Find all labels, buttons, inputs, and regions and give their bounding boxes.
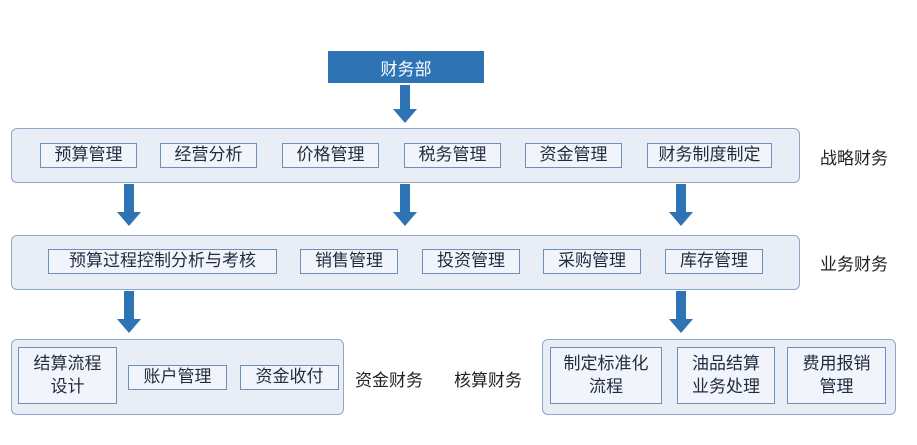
root-node-label: 财务部	[380, 59, 432, 80]
strategic-item: 预算管理	[40, 143, 137, 168]
funds-item: 账户管理	[128, 365, 227, 390]
funds-item: 结算流程 设计	[18, 347, 117, 404]
strategic-item: 税务管理	[404, 143, 501, 168]
tier-business-label: 业务财务	[820, 255, 888, 275]
business-item: 库存管理	[665, 249, 763, 274]
accounting-item: 费用报销 管理	[787, 347, 886, 404]
tier-accounting-label: 核算财务	[454, 371, 522, 391]
accounting-item: 油品结算 业务处理	[677, 347, 775, 404]
business-item: 销售管理	[300, 249, 398, 274]
accounting-item: 制定标准化 流程	[550, 347, 662, 404]
strategic-item: 财务制度制定	[647, 143, 772, 168]
root-node-finance-dept: 财务部	[328, 51, 484, 83]
strategic-item: 资金管理	[525, 143, 622, 168]
business-item: 采购管理	[543, 249, 641, 274]
strategic-item: 经营分析	[160, 143, 257, 168]
business-item: 投资管理	[422, 249, 520, 274]
tier-strategic-label: 战略财务	[820, 149, 888, 169]
funds-item: 资金收付	[240, 365, 339, 390]
strategic-item: 价格管理	[282, 143, 379, 168]
business-item: 预算过程控制分析与考核	[48, 249, 277, 274]
tier-funds-label: 资金财务	[355, 371, 423, 391]
